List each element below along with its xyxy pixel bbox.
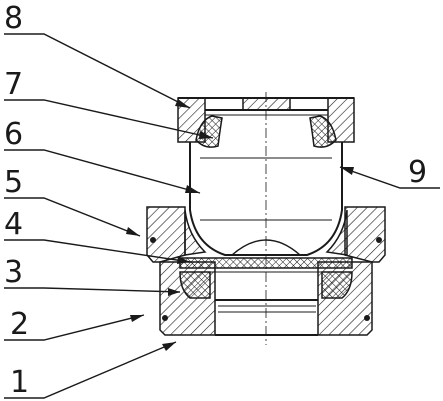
callout-7: 7 bbox=[4, 67, 23, 102]
callout-6: 6 bbox=[4, 117, 23, 152]
callout-1: 1 bbox=[10, 365, 29, 400]
part-8-cap bbox=[177, 97, 355, 143]
part-5-nut bbox=[146, 206, 386, 263]
part-2-body bbox=[162, 315, 370, 321]
callout-3: 3 bbox=[4, 255, 23, 290]
leader-lines bbox=[4, 33, 440, 399]
callout-5: 5 bbox=[4, 165, 23, 200]
callout-4: 4 bbox=[4, 207, 23, 242]
part-7-seal bbox=[195, 115, 337, 148]
callout-9: 9 bbox=[408, 155, 427, 190]
part-3-seal bbox=[179, 271, 353, 299]
callout-8: 8 bbox=[4, 1, 23, 36]
callout-2: 2 bbox=[10, 307, 29, 342]
